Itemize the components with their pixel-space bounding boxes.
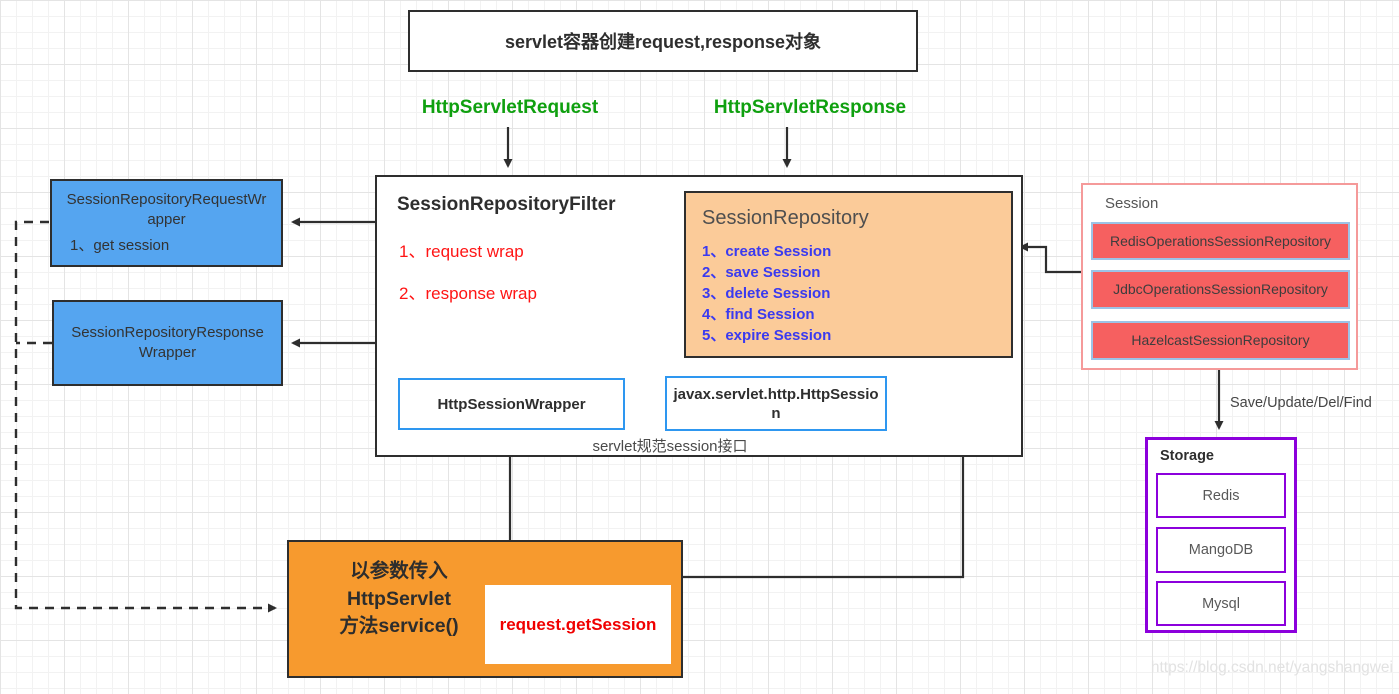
filter-title: SessionRepositoryFilter	[397, 194, 616, 215]
storage-item-mysql: Mysql	[1156, 581, 1286, 626]
servlet-container-banner-text: servlet容器创建request,response对象	[504, 32, 822, 52]
impl-redis-operations-session-repository: RedisOperationsSessionRepository	[1091, 222, 1350, 260]
repo-op-delete: 3、delete Session	[702, 285, 831, 302]
impl-hazelcast-session-repository: HazelcastSessionRepository	[1091, 321, 1350, 360]
session-implementations-title: Session	[1105, 195, 1159, 212]
response-wrapper-title: SessionRepositoryResponseWrapper	[71, 324, 264, 361]
storage-item-redis: Redis	[1156, 473, 1286, 518]
httpservlet-service-box: 以参数传入 HttpServlet 方法service() request.ge…	[287, 540, 683, 678]
repo-op-create: 1、create Session	[702, 243, 832, 260]
repo-op-find: 4、find Session	[702, 306, 815, 323]
session-repository-title: SessionRepository	[702, 207, 869, 229]
service-box-line-1: 以参数传入	[350, 560, 448, 582]
session-repository-box: SessionRepository 1、create Session 2、sav…	[684, 191, 1013, 358]
label-httpservletrequest: HttpServletRequest	[421, 97, 599, 118]
storage-arrow-label: Save/Update/Del/Find	[1230, 395, 1372, 411]
filter-step-request-wrap: 1、request wrap	[399, 242, 524, 261]
storage-title: Storage	[1160, 448, 1214, 464]
dashed-wrappers-to-service	[14, 220, 277, 613]
impl-jdbc-operations-session-repository: JdbcOperationsSessionRepository	[1091, 270, 1350, 309]
watermark-text: https://blog.csdn.net/yangshangwei	[1150, 659, 1393, 676]
session-repository-response-wrapper-box: SessionRepositoryResponseWrapper	[52, 300, 283, 386]
session-repository-operations: 1、create Session 2、save Session 3、delete…	[702, 241, 831, 346]
storage-box: Storage Redis MangoDB Mysql	[1145, 437, 1297, 633]
service-box-line-2: HttpServlet	[346, 587, 452, 610]
servlet-spec-caption: servlet规范session接口	[592, 438, 748, 455]
http-session-wrapper-box: HttpSessionWrapper	[398, 378, 625, 430]
arrow-sessionimpls-to-sessionrepository	[1019, 242, 1081, 274]
service-box-text: 以参数传入 HttpServlet 方法service()	[301, 558, 497, 641]
javax-http-session-box: javax.servlet.http.HttpSession	[665, 376, 887, 431]
servlet-container-banner: servlet容器创建request,response对象	[408, 10, 918, 72]
storage-item-mangodb: MangoDB	[1156, 527, 1286, 573]
repo-op-save: 2、save Session	[702, 264, 821, 281]
session-implementations-box: Session RedisOperationsSessionRepository…	[1081, 183, 1358, 370]
service-box-line-3: 方法service()	[339, 615, 459, 637]
request-getsession-box: request.getSession	[485, 585, 671, 664]
session-repository-request-wrapper-box: SessionRepositoryRequestWrapper 1、get se…	[50, 179, 283, 267]
request-wrapper-title: SessionRepositoryRequestWrapper	[66, 191, 267, 228]
label-httpservletresponse: HttpServletResponse	[713, 97, 907, 118]
filter-step-response-wrap: 2、response wrap	[399, 284, 537, 303]
request-wrapper-note: 1、get session	[70, 237, 170, 254]
repo-op-expire: 5、expire Session	[702, 327, 832, 344]
